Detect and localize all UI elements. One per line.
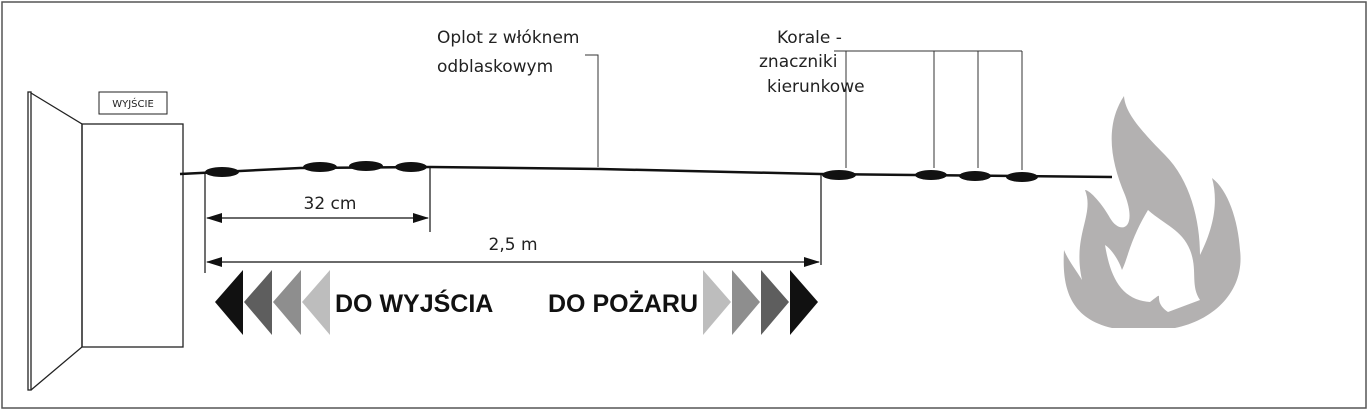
bead-icon — [303, 162, 337, 172]
chevron-left-icon — [244, 270, 272, 335]
rope-label-line1: Oplot z włóknem — [437, 28, 579, 48]
beads-label-line2: znaczniki — [759, 52, 837, 72]
chevron-left-icon — [273, 270, 301, 335]
bead-icon — [915, 170, 947, 180]
bead-icon — [395, 162, 427, 172]
rope-label-line2: odblaskowym — [437, 57, 553, 77]
chevron-left-icon — [302, 270, 330, 335]
chevron-left-icon — [215, 270, 243, 335]
dimension-lines — [204, 168, 822, 273]
to-exit-label: DO WYJŚCIA — [335, 288, 493, 318]
chevron-right-icon — [790, 270, 818, 335]
chevron-right-icon — [703, 270, 731, 335]
frame — [1, 1, 1367, 409]
exit-sign-text: WYJŚCIE — [112, 97, 154, 110]
beads-label-line1: Korale - — [777, 28, 842, 48]
beads — [205, 161, 1038, 182]
rope — [179, 165, 1113, 179]
to-fire-arrows — [703, 270, 818, 335]
bead-icon — [205, 167, 239, 177]
bead-icon — [959, 171, 991, 181]
rope-leader — [585, 54, 599, 167]
to-fire-label: DO POŻARU — [548, 290, 698, 318]
beads-label-line3: kierunkowe — [767, 77, 865, 97]
door-icon — [27, 91, 184, 391]
chevron-right-icon — [732, 270, 760, 335]
flame-icon — [1063, 96, 1241, 328]
dimension-arrowheads — [206, 213, 820, 267]
chevron-right-icon — [761, 270, 789, 335]
exit-sign: WYJŚCIE — [98, 91, 168, 115]
bead-icon — [1006, 172, 1038, 182]
dimension-2-5m: 2,5 m — [489, 235, 538, 255]
bead-icon — [349, 161, 383, 171]
beads-leader — [834, 50, 1023, 170]
dimension-32cm: 32 cm — [304, 194, 357, 214]
bead-icon — [822, 170, 856, 180]
to-exit-arrows — [215, 270, 330, 335]
